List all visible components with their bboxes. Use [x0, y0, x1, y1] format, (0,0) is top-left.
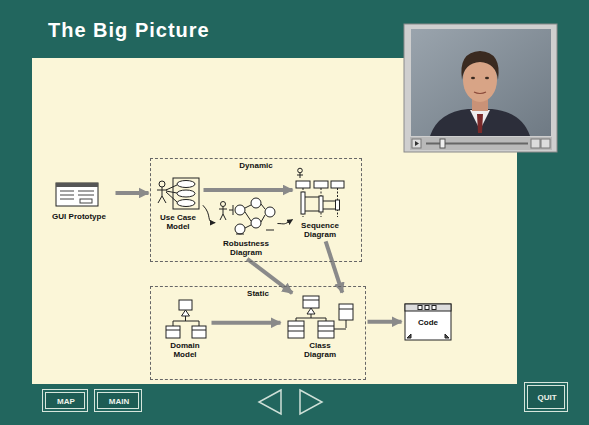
page-title: The Big Picture: [48, 19, 210, 42]
artifact-box: Domain Model: [160, 298, 210, 360]
node-label: Class Diagram: [299, 341, 341, 359]
domain-model-icon: [166, 300, 206, 338]
nav-button: QUIT: [524, 382, 568, 412]
use-case-icon: [157, 178, 199, 209]
group-box: DynamicUse Case ModelRobustness Diagram S…: [150, 158, 362, 262]
code-icon: [405, 304, 451, 340]
sequence-icon: [296, 168, 344, 217]
artifact-box: Robustness Diagram: [216, 196, 276, 258]
node-label: Code: [406, 318, 450, 327]
artifact-box: Sequence Diagram: [294, 166, 346, 240]
node-label: MAP: [45, 396, 87, 405]
nav-arrows: [259, 390, 322, 414]
node-label: QUIT: [527, 393, 567, 402]
class-diagram-icon: [288, 296, 353, 338]
node-label: Use Case Model: [158, 213, 198, 231]
node-label: MAIN: [97, 396, 141, 405]
artifact-box: GUI Prototype: [44, 178, 114, 222]
connector-arrow: [368, 320, 402, 324]
connector-arrow: [203, 205, 215, 222]
connector-arrow: [116, 191, 149, 195]
video-player: [404, 24, 557, 152]
node-label: Robustness Diagram: [220, 239, 272, 257]
group-box: StaticDomain Model Class Diagram: [150, 286, 366, 380]
connector-arrow: [247, 259, 292, 293]
connector-arrow: [326, 241, 343, 292]
robustness-icon: [219, 198, 275, 234]
connector-arrow: [204, 188, 293, 192]
connector-arrow: [277, 220, 292, 224]
node-label: Domain Model: [164, 341, 206, 359]
connector-arrow: [212, 321, 281, 325]
code-box: Code: [403, 302, 453, 342]
node-label: Dynamic: [216, 161, 296, 170]
artifact-box: Class Diagram: [282, 294, 358, 360]
node-label: Static: [218, 289, 298, 298]
artifact-box: Use Case Model: [154, 176, 202, 232]
node-label: Sequence Diagram: [297, 221, 343, 239]
nav-button: MAIN: [94, 389, 142, 412]
nav-button: MAP: [42, 389, 88, 412]
gui-prototype-icon: [56, 183, 98, 206]
node-label: GUI Prototype: [46, 212, 112, 221]
